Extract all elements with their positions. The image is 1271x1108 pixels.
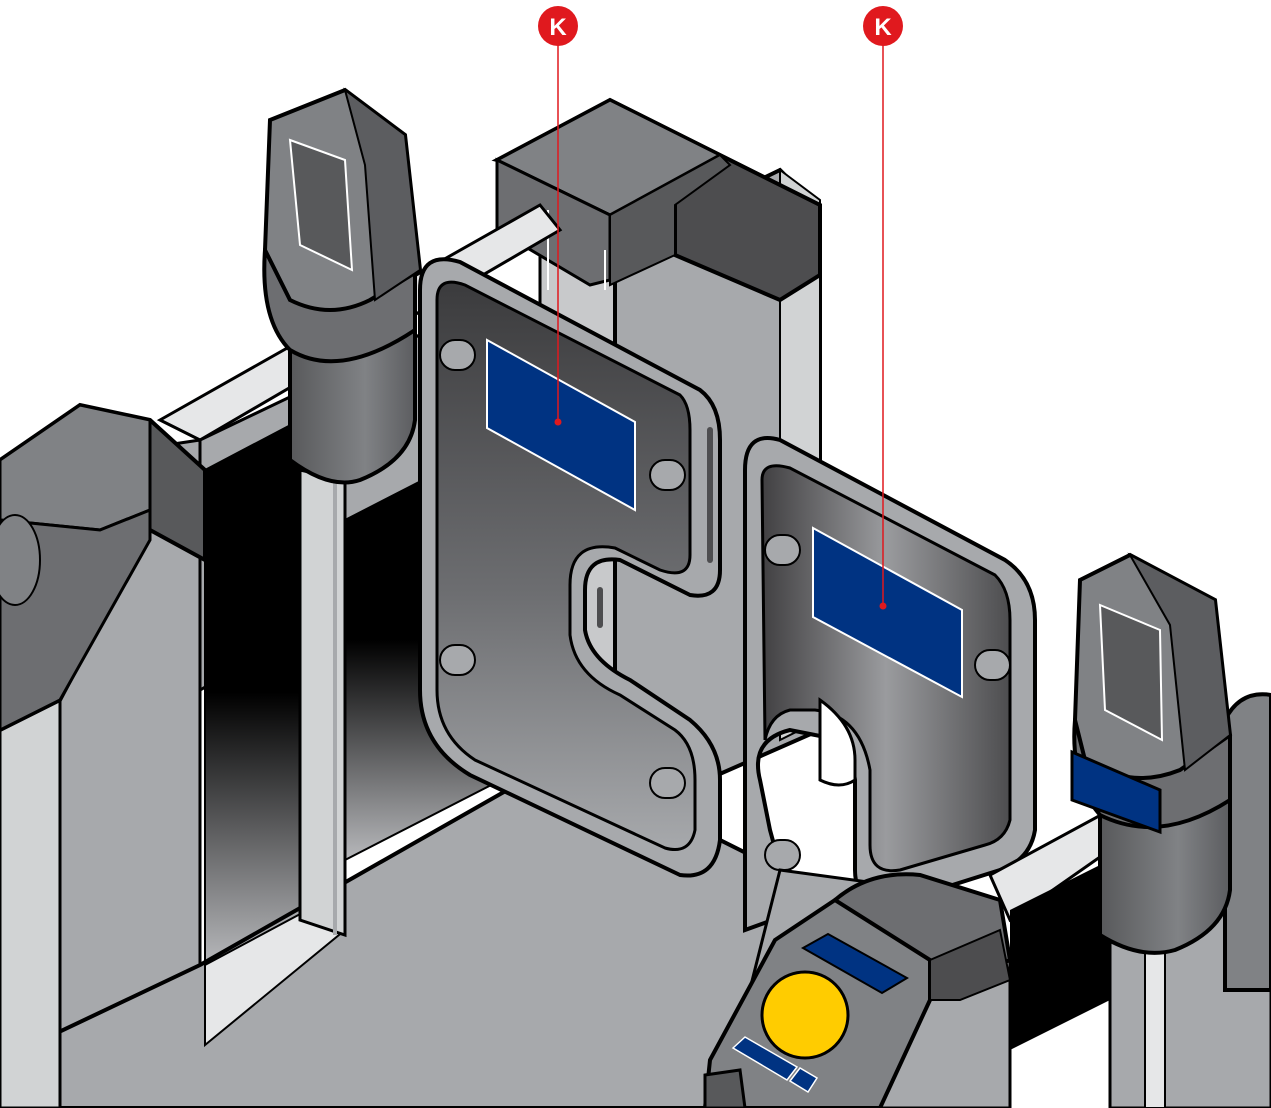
- callout-k-left: K: [538, 6, 578, 426]
- right-tower-blue-band: [1070, 749, 1162, 835]
- callout-k-left-dot: [554, 418, 562, 426]
- callout-k-right-badge: [863, 6, 903, 46]
- right-sensor-tower: [1070, 552, 1233, 955]
- door-panel-right: [743, 436, 1037, 933]
- callout-k-right-label: K: [874, 14, 892, 41]
- left-sensor-tower: [262, 87, 423, 485]
- reader-console: [702, 868, 1013, 1108]
- callout-k-left-label: K: [549, 14, 567, 41]
- callout-k-left-badge: [538, 6, 578, 46]
- callout-k-right-dot: [879, 602, 887, 610]
- door-panel-left-label: [486, 338, 636, 512]
- reader-keypad-left: [731, 1036, 799, 1081]
- door-panel-left: [418, 257, 722, 878]
- reader-button: [760, 970, 850, 1060]
- reader-display: [800, 932, 909, 995]
- door-panel-right-label: [812, 526, 963, 699]
- reader-keypad-right: [788, 1067, 819, 1094]
- left-pole: [298, 468, 347, 938]
- callout-k-right: K: [863, 6, 903, 610]
